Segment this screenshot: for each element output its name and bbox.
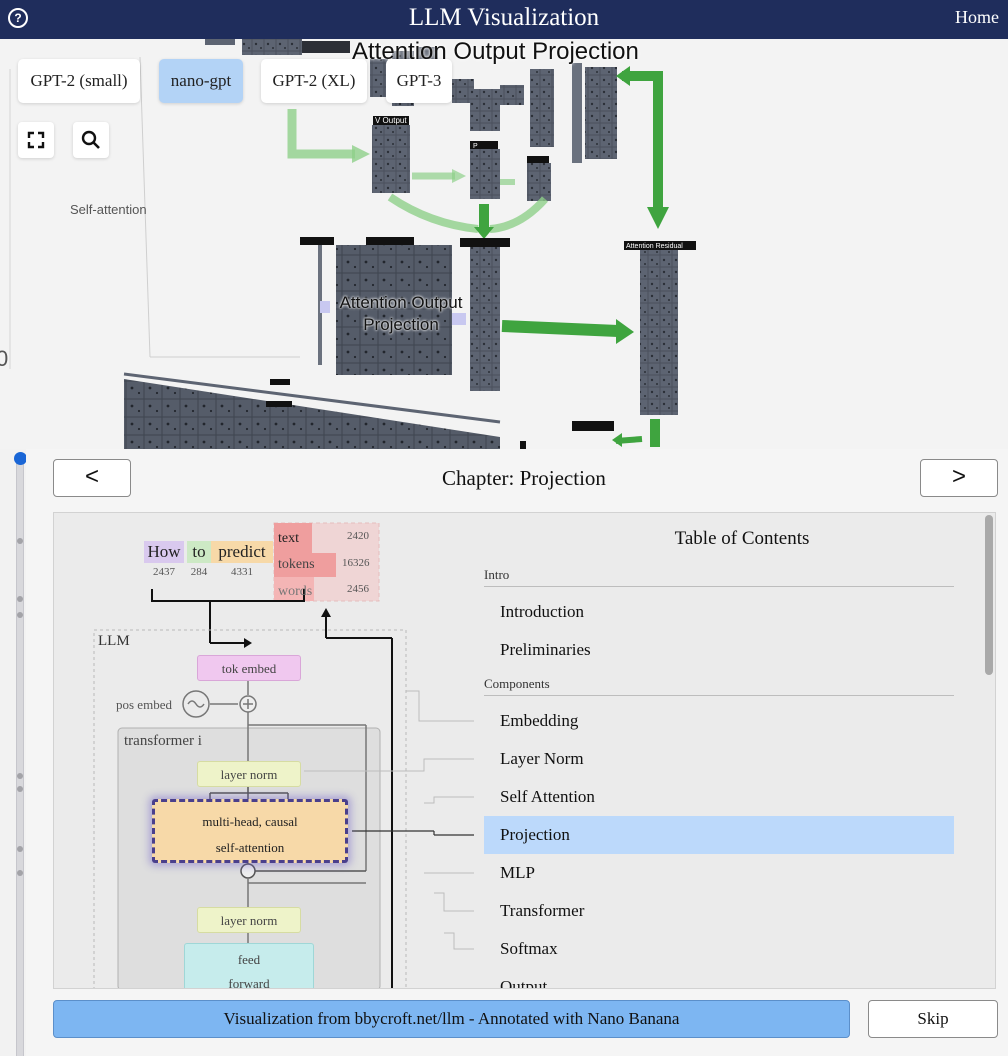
toc-item-projection[interactable]: Projection [484, 816, 954, 854]
multi-head-self-attention-block[interactable]: multi-head, causal self-attention [152, 799, 348, 863]
token-how: How [147, 542, 181, 561]
layer-norm-1-block: layer norm [197, 761, 301, 787]
next-chapter-button[interactable]: > [920, 459, 998, 497]
toc-item-transformer[interactable]: Transformer [500, 901, 585, 920]
toc-item-embedding[interactable]: Embedding [500, 711, 579, 730]
token-predict-bg [211, 541, 273, 563]
rail-tick[interactable] [17, 846, 23, 852]
feed-forward-block: feed forward [184, 943, 314, 989]
token-predict-id: 4331 [231, 566, 253, 578]
axis-digit: 0 [0, 346, 9, 371]
token-predict: predict [218, 542, 266, 561]
vocab-tokens-id: 16326 [342, 557, 370, 569]
toc-section-components: Components [484, 676, 954, 696]
vocab-text: text [278, 531, 299, 546]
rail-tick[interactable] [17, 612, 23, 618]
help-icon[interactable]: ? [8, 8, 28, 28]
feed-forward-line2: forward [228, 976, 270, 989]
search-icon [81, 130, 100, 149]
toc-section-intro: Intro [484, 567, 954, 587]
v-output-tag: V Output [375, 116, 407, 125]
tok-embed-block: tok embed [197, 655, 301, 681]
rail-tick[interactable] [17, 786, 23, 792]
visualization-canvas[interactable]: V Output P [0, 39, 1008, 449]
home-link[interactable]: Home [955, 7, 999, 27]
progress-rail[interactable] [16, 457, 24, 1056]
projection-3d-label: Attention Output Projection [326, 292, 476, 336]
vocab-tokens: tokens [278, 557, 315, 572]
token-to: to [192, 542, 206, 561]
toc-title: Table of Contents [674, 528, 810, 549]
toc-item-output[interactable]: Output [500, 977, 548, 989]
rail-tick[interactable] [17, 596, 23, 602]
rail-tick[interactable] [17, 870, 23, 876]
toc-item-introduction[interactable]: Introduction [500, 602, 585, 621]
skip-button[interactable]: Skip [868, 1000, 998, 1038]
toc-item-preliminaries[interactable]: Preliminaries [500, 640, 591, 659]
content-scrollbar[interactable] [984, 513, 994, 987]
transformer-label: transformer i [124, 733, 202, 749]
chapter-title: Chapter: Projection [442, 466, 606, 490]
vocab-words-id: 2456 [347, 583, 369, 595]
projection-3d-label-line2: Projection [363, 315, 439, 334]
attention-line1: multi-head, causal [202, 814, 298, 829]
top-bar: ? LLM Visualization Home [0, 0, 1008, 39]
token-to-bg [187, 541, 211, 563]
fullscreen-icon [27, 131, 45, 149]
toc-item-layer-norm[interactable]: Layer Norm [500, 749, 584, 768]
scrollbar-thumb[interactable] [985, 515, 993, 675]
model-3d-scene: V Output P [9, 39, 696, 449]
model-gpt2-small-button[interactable]: GPT-2 (small) [18, 59, 140, 103]
token-how-bg [144, 541, 184, 563]
model-nano-gpt-button[interactable]: nano-gpt [159, 59, 243, 103]
llm-diagram: How to predict 2437 284 4331 text 2420 t… [54, 513, 474, 989]
toc-item-softmax[interactable]: Softmax [500, 939, 558, 958]
fullscreen-button[interactable] [18, 122, 54, 158]
credit-banner-button[interactable]: Visualization from bbycroft.net/llm - An… [53, 1000, 850, 1038]
app-title: LLM Visualization [408, 4, 600, 31]
pos-embed-label: pos embed [116, 697, 172, 712]
vocab-words: words [278, 584, 313, 599]
attention-line2: self-attention [215, 840, 285, 855]
layer-norm-2-block: layer norm [197, 907, 301, 933]
attention-residual-tag: Attention Residual [626, 243, 683, 250]
rail-tick[interactable] [17, 538, 23, 544]
token-to-id: 284 [190, 566, 208, 578]
search-button[interactable] [73, 122, 109, 158]
toc-item-mlp[interactable]: MLP [500, 863, 535, 882]
projection-3d-label-line1: Attention Output [339, 293, 463, 312]
view-heading: Attention Output Projection [352, 39, 639, 65]
chapter-content[interactable]: How to predict 2437 284 4331 text 2420 t… [53, 512, 996, 989]
toc-item-self-attention[interactable]: Self Attention [500, 787, 595, 806]
table-of-contents: Table of Contents Intro Introduction Pre… [482, 513, 957, 989]
vocab-text-id: 2420 [347, 530, 369, 542]
chapter-panel: < Chapter: Projection > [26, 449, 1008, 1056]
model-gpt3-button[interactable]: GPT-3 [386, 59, 452, 103]
proj-tag: P [473, 143, 478, 150]
token-how-id: 2437 [153, 566, 175, 578]
self-attention-label: Self-attention [70, 202, 147, 217]
feed-forward-line1: feed [237, 952, 261, 967]
llm-label: LLM [98, 633, 130, 649]
model-gpt2-xl-button[interactable]: GPT-2 (XL) [261, 59, 367, 103]
rail-tick[interactable] [17, 773, 23, 779]
progress-position-dot[interactable] [14, 452, 27, 465]
prev-chapter-button[interactable]: < [53, 459, 131, 497]
